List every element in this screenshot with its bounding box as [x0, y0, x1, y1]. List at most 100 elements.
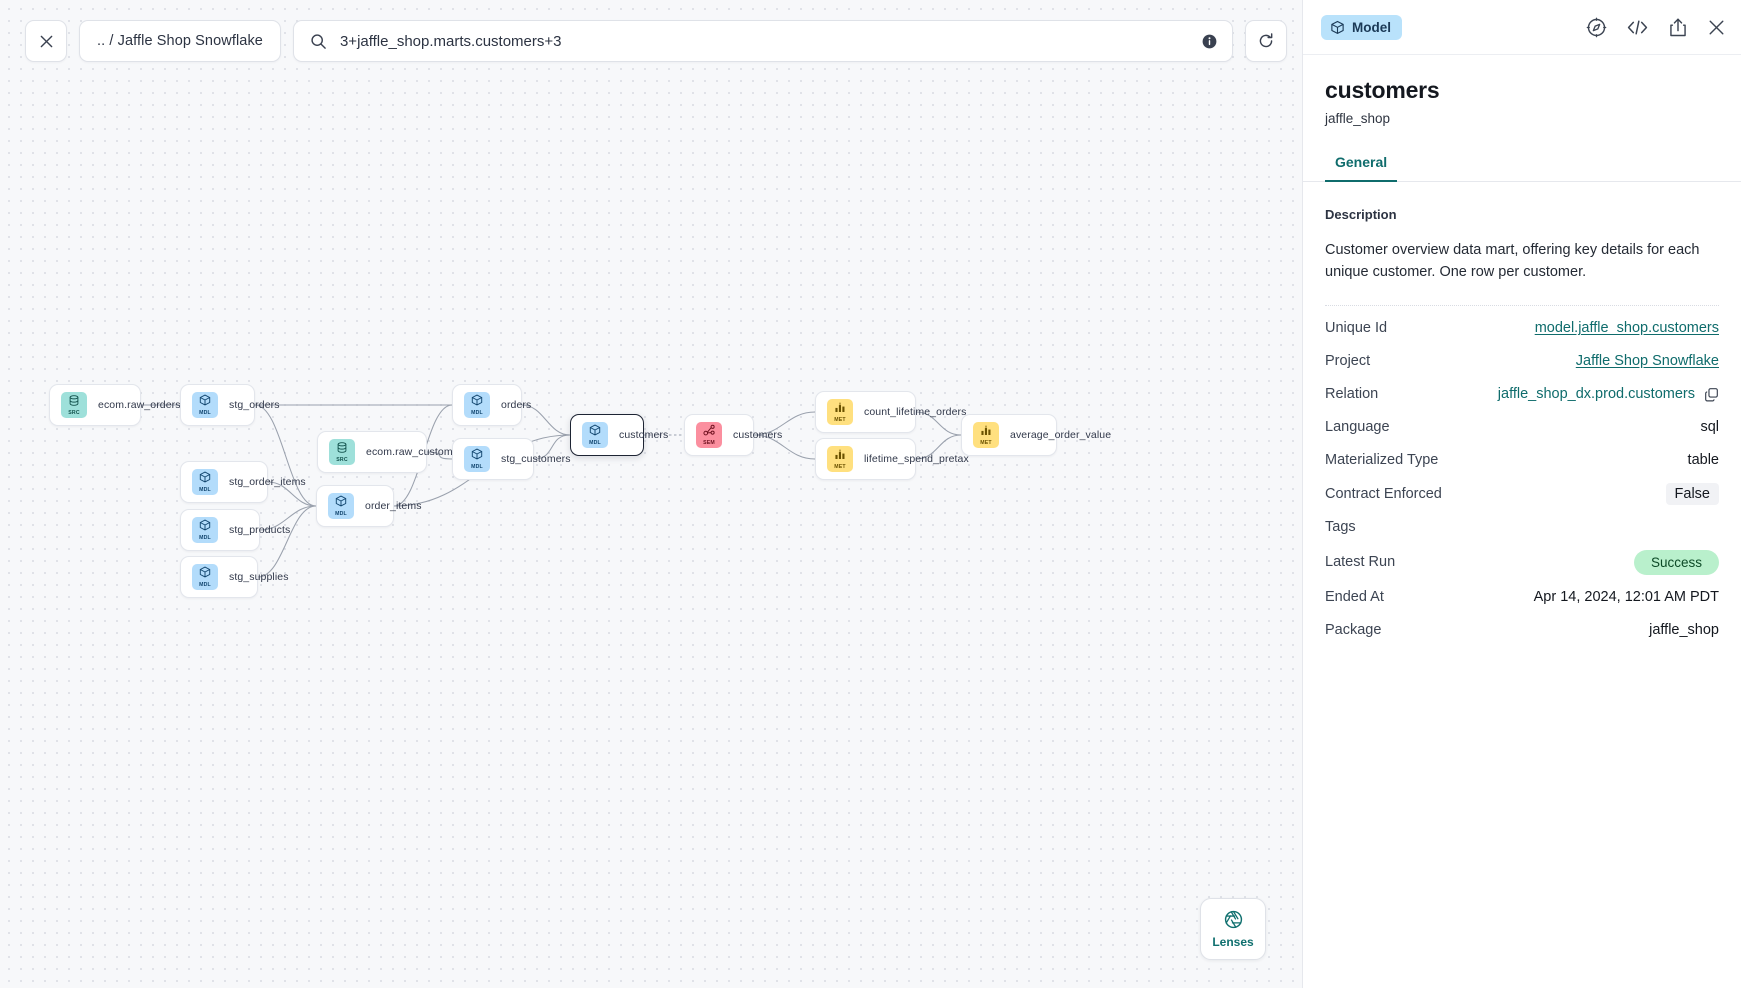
- detail-key: Contract Enforced: [1325, 485, 1442, 502]
- mdl-node-icon: MDL: [192, 517, 218, 543]
- mdl-node-icon: MDL: [582, 422, 608, 448]
- refresh-button[interactable]: [1244, 20, 1287, 62]
- detail-value: jaffle_shop: [1649, 622, 1719, 639]
- detail-key: Project: [1325, 353, 1371, 370]
- detail-value-wrap: jaffle_shop_dx.prod.customers: [1498, 386, 1719, 402]
- close-icon: [39, 34, 54, 49]
- status-badge: Success: [1633, 549, 1719, 575]
- detail-row: Project Jaffle Shop Snowflake: [1325, 345, 1719, 378]
- detail-value-wrap: model.jaffle_shop.customers: [1535, 320, 1719, 336]
- detail-key: Relation: [1325, 386, 1379, 403]
- refresh-icon: [1257, 32, 1275, 50]
- lineage-node-stg_supplies[interactable]: MDL stg_supplies: [180, 556, 288, 598]
- lineage-node-label: orders: [501, 399, 532, 411]
- detail-key: Language: [1325, 419, 1390, 436]
- lineage-node-label: stg_supplies: [229, 571, 289, 583]
- detail-value-wrap: False: [1665, 482, 1719, 505]
- sem-node-icon: SEM: [696, 422, 722, 448]
- detail-value: table: [1687, 452, 1719, 469]
- compass-icon[interactable]: [1586, 17, 1607, 38]
- detail-row: Language sql: [1325, 411, 1719, 444]
- lineage-node-label: stg_customers: [501, 453, 571, 465]
- lineage-node-average_order_value[interactable]: MET average_order_value: [961, 414, 1111, 456]
- lineage-node-orders[interactable]: MDL orders: [452, 384, 531, 426]
- detail-key: Package: [1325, 622, 1382, 639]
- mdl-node-icon: MDL: [464, 392, 490, 418]
- model-type-chip: Model: [1321, 14, 1402, 40]
- search-input[interactable]: 3+jaffle_shop.marts.customers+3: [292, 20, 1233, 62]
- close-button[interactable]: [25, 20, 67, 62]
- lineage-node-label: stg_orders: [229, 399, 280, 411]
- lineage-node-label: customers: [733, 429, 783, 441]
- lineage-node-order_items[interactable]: MDL order_items: [316, 485, 421, 527]
- details-panel: Model: [1302, 0, 1741, 988]
- lineage-node-label: ecom.raw_orders: [98, 399, 181, 411]
- detail-row: Contract Enforced False: [1325, 477, 1719, 511]
- lenses-button[interactable]: Lenses: [1200, 898, 1266, 960]
- mdl-node-icon: MDL: [192, 564, 218, 590]
- divider: [1325, 304, 1719, 306]
- lineage-node-label: stg_order_items: [229, 476, 306, 488]
- lineage-node-label: average_order_value: [1010, 429, 1112, 441]
- detail-value-wrap: sql: [1700, 419, 1719, 435]
- detail-value-wrap: jaffle_shop: [1649, 622, 1719, 638]
- detail-value: False: [1665, 482, 1719, 505]
- copy-icon[interactable]: [1704, 387, 1719, 402]
- detail-value-wrap: table: [1688, 452, 1719, 468]
- detail-value[interactable]: model.jaffle_shop.customers: [1534, 320, 1719, 337]
- detail-value: Apr 14, 2024, 12:01 AM PDT: [1533, 589, 1719, 606]
- panel-body: Description Customer overview data mart,…: [1303, 182, 1741, 988]
- lineage-node-label: stg_products: [229, 524, 291, 536]
- aperture-icon: [1223, 909, 1244, 930]
- panel-subtitle: jaffle_shop: [1325, 111, 1391, 126]
- lineage-node-customers_semantic[interactable]: SEM customers: [684, 414, 782, 456]
- mdl-node-icon: MDL: [192, 392, 218, 418]
- detail-row: Ended At Apr 14, 2024, 12:01 AM PDT: [1325, 581, 1719, 614]
- detail-value: sql: [1700, 419, 1719, 436]
- lineage-node-stg_orders[interactable]: MDL stg_orders: [180, 384, 280, 426]
- canvas-toolbar: .. / Jaffle Shop Snowflake 3+jaffle_shop…: [25, 20, 1287, 62]
- detail-row: Unique Id model.jaffle_shop.customers: [1325, 312, 1719, 345]
- lineage-node-stg_products[interactable]: MDL stg_products: [180, 509, 290, 551]
- detail-value-wrap: Success: [1633, 549, 1719, 575]
- description-text: Customer overview data mart, offering ke…: [1325, 242, 1700, 281]
- lineage-node-stg_order_items[interactable]: MDL stg_order_items: [180, 461, 306, 503]
- mdl-node-icon: MDL: [192, 469, 218, 495]
- search-icon: [310, 33, 327, 50]
- tab-general[interactable]: General: [1325, 154, 1398, 182]
- lineage-node-label: order_items: [365, 500, 422, 512]
- mdl-node-icon: MDL: [464, 446, 490, 472]
- info-icon[interactable]: [1201, 33, 1218, 50]
- detail-row: Tags: [1325, 511, 1719, 544]
- close-icon[interactable]: [1707, 18, 1726, 37]
- detail-value-wrap: Jaffle Shop Snowflake: [1576, 353, 1719, 369]
- panel-actions: [1586, 17, 1726, 38]
- detail-value[interactable]: jaffle_shop_dx.prod.customers: [1497, 386, 1695, 403]
- lineage-node-ecom_raw_orders[interactable]: SRC ecom.raw_orders: [49, 384, 181, 426]
- code-icon[interactable]: [1626, 18, 1649, 37]
- detail-key: Ended At: [1325, 589, 1384, 606]
- detail-key: Tags: [1325, 519, 1356, 536]
- lineage-node-label: customers: [619, 429, 669, 441]
- breadcrumb[interactable]: .. / Jaffle Shop Snowflake: [79, 20, 281, 62]
- src-node-icon: SRC: [61, 392, 87, 418]
- detail-row: Package jaffle_shop: [1325, 614, 1719, 647]
- detail-key: Unique Id: [1325, 320, 1388, 337]
- met-node-icon: MET: [973, 422, 999, 448]
- lineage-node-customers_model[interactable]: MDL customers: [570, 414, 668, 456]
- detail-value[interactable]: Jaffle Shop Snowflake: [1575, 353, 1719, 370]
- share-icon[interactable]: [1668, 17, 1688, 38]
- model-chip-label: Model: [1352, 19, 1391, 35]
- mdl-node-icon: MDL: [328, 493, 354, 519]
- panel-tabs: General: [1303, 154, 1741, 182]
- panel-topbar: Model: [1303, 0, 1741, 55]
- cube-icon: [1330, 20, 1345, 35]
- description-label: Description: [1325, 207, 1397, 222]
- lineage-node-stg_customers[interactable]: MDL stg_customers: [452, 438, 570, 480]
